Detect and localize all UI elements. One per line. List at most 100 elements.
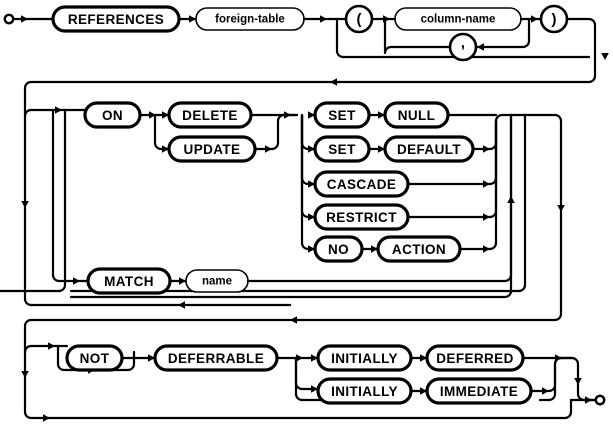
node-delete: DELETE <box>167 101 253 129</box>
arrow-icon <box>162 111 169 119</box>
arrow-icon <box>296 354 303 362</box>
node-null-label: NULL <box>398 108 436 123</box>
node-restrict: RESTRICT <box>313 203 410 231</box>
track-r3-skip <box>23 350 573 420</box>
track-actions-out <box>494 113 557 123</box>
node-comma-box <box>448 32 478 62</box>
track-action-fan-5 <box>300 113 317 251</box>
arrow-icon <box>311 354 318 362</box>
track-match-branch <box>51 108 90 283</box>
node-column-name-label: column-name <box>421 14 496 26</box>
node-immediate: IMMEDIATE <box>425 377 533 405</box>
arrow-icon <box>290 316 297 324</box>
node-name: name <box>185 269 249 293</box>
node-cascade: CASCADE <box>313 170 410 198</box>
track-action-fan-4 <box>300 113 317 219</box>
node-references: REFERENCES <box>51 5 181 33</box>
node-open-paren-label: ( <box>357 11 362 28</box>
node-default-label: DEFAULT <box>397 142 461 157</box>
arrow-icon <box>73 277 80 285</box>
arrow-icon <box>148 354 155 362</box>
arrow-icon <box>483 213 490 221</box>
arrow-icon <box>311 385 318 393</box>
node-restrict-label: RESTRICT <box>326 210 397 225</box>
arrow-icon <box>178 301 185 309</box>
node-match: MATCH <box>86 267 172 295</box>
arrow-icon <box>483 245 490 253</box>
arrow-icon <box>585 396 592 404</box>
node-initially-1: INITIALLY <box>316 344 413 372</box>
arrow-icon <box>531 15 538 23</box>
node-null: NULL <box>383 101 450 129</box>
arrow-icon <box>378 145 385 153</box>
node-comma-label: , <box>461 35 465 52</box>
track-default-merge <box>471 119 498 151</box>
arrow-icon <box>574 378 582 385</box>
end-marker-icon <box>594 394 606 406</box>
node-update-label: UPDATE <box>184 142 241 157</box>
node-default: DEFAULT <box>383 135 475 163</box>
node-on-label: ON <box>102 108 123 123</box>
node-on: ON <box>83 101 142 129</box>
track-initially-fan-2 <box>294 356 320 391</box>
track-comma-loop-left <box>383 17 451 55</box>
arrow-icon <box>420 354 427 362</box>
track-r2-skip-rail <box>23 114 292 307</box>
node-close-paren: ) <box>539 4 569 34</box>
node-immediate-label: IMMEDIATE <box>440 384 518 399</box>
arrow-icon <box>308 180 315 188</box>
node-deferred: DEFERRED <box>425 344 525 372</box>
node-not: NOT <box>65 344 124 372</box>
arrow-icon <box>21 371 29 378</box>
arrow-icon <box>162 145 169 153</box>
arrow-icon <box>21 15 28 23</box>
arrow-icon <box>189 15 196 23</box>
arrow-icon <box>21 201 29 208</box>
track-initially-skip <box>294 356 385 402</box>
arrow-icon <box>330 78 337 86</box>
node-open-paren: ( <box>344 4 374 34</box>
track-immediate-merge <box>529 356 574 393</box>
arrow-icon <box>179 277 186 285</box>
node-initially1-label: INITIALLY <box>331 351 398 366</box>
node-deferrable-label: DEFERRABLE <box>168 351 264 366</box>
node-set1-label: SET <box>328 108 356 123</box>
arrow-icon <box>420 387 427 395</box>
node-cascade-label: CASCADE <box>327 177 397 192</box>
track-name-out <box>246 113 513 283</box>
node-action: ACTION <box>376 235 462 263</box>
arrow-icon <box>601 53 609 60</box>
track-update-out <box>253 113 299 151</box>
arrow-icon <box>308 145 315 153</box>
track-r2-loop <box>0 108 67 293</box>
track-action-fan-2 <box>300 113 317 151</box>
arrow-icon <box>284 111 291 119</box>
arrow-icon <box>371 245 378 253</box>
node-set2-label: SET <box>328 142 356 157</box>
track-r3-entry <box>23 344 69 354</box>
track-action-merge <box>458 119 498 251</box>
node-not-label: NOT <box>80 351 110 366</box>
track-r2-loopback-b <box>69 113 527 293</box>
arrow-icon <box>48 342 55 350</box>
arrow-icon <box>542 387 549 395</box>
node-action-label: ACTION <box>392 242 446 257</box>
arrow-icon <box>320 15 327 23</box>
arrow-icon <box>308 111 315 119</box>
arrow-icon <box>557 205 565 212</box>
node-update: UPDATE <box>167 135 257 163</box>
node-close-paren-label: ) <box>552 11 557 28</box>
track-paren-bypass <box>335 17 591 59</box>
arrow-icon <box>55 106 62 114</box>
arrow-icon <box>378 111 385 119</box>
track-initially-skip-merge <box>538 356 563 402</box>
arrow-icon <box>477 43 484 51</box>
arrow-icon <box>308 245 315 253</box>
node-no-label: NO <box>328 242 349 257</box>
arrow-icon <box>483 180 490 188</box>
node-set-default-set: SET <box>313 135 371 163</box>
arrow-icon <box>308 213 315 221</box>
track-wrap-row1-row2 <box>23 17 597 118</box>
